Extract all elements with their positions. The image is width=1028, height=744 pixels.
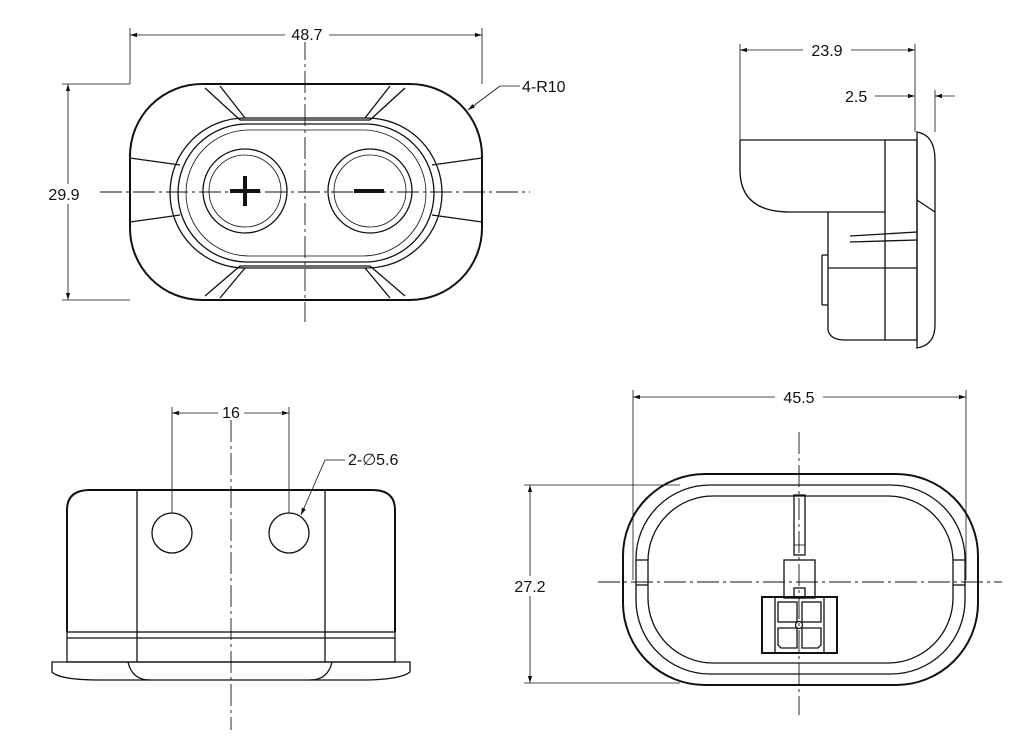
socket-recess-outer <box>169 117 443 269</box>
positive-terminal <box>202 148 288 234</box>
mounting-hole <box>151 512 193 554</box>
minus-icon <box>354 189 384 193</box>
flange-dimension: 2.5 <box>845 89 867 106</box>
hole-note: 2-∅5.6 <box>348 452 399 469</box>
back-width-dimension: 45.5 <box>783 390 814 407</box>
back-view: 45.5 27.2 <box>506 387 1002 715</box>
front-view: 16 2-∅5.6 <box>51 402 411 730</box>
width-dimension: 48.7 <box>291 27 322 44</box>
mounting-hole <box>268 512 310 554</box>
height-dimension: 29.9 <box>48 187 79 204</box>
plus-icon <box>230 176 260 206</box>
depth-dimension: 23.9 <box>811 43 842 60</box>
hole-spacing-dimension: 16 <box>222 405 240 422</box>
top-view: 48.7 29.9 4-R10 <box>40 24 566 322</box>
side-view: 23.9 2.5 <box>739 40 955 349</box>
negative-terminal <box>327 148 413 234</box>
connector <box>761 596 838 654</box>
radius-note: 4-R10 <box>522 79 566 96</box>
back-height-dimension: 27.2 <box>514 579 545 596</box>
